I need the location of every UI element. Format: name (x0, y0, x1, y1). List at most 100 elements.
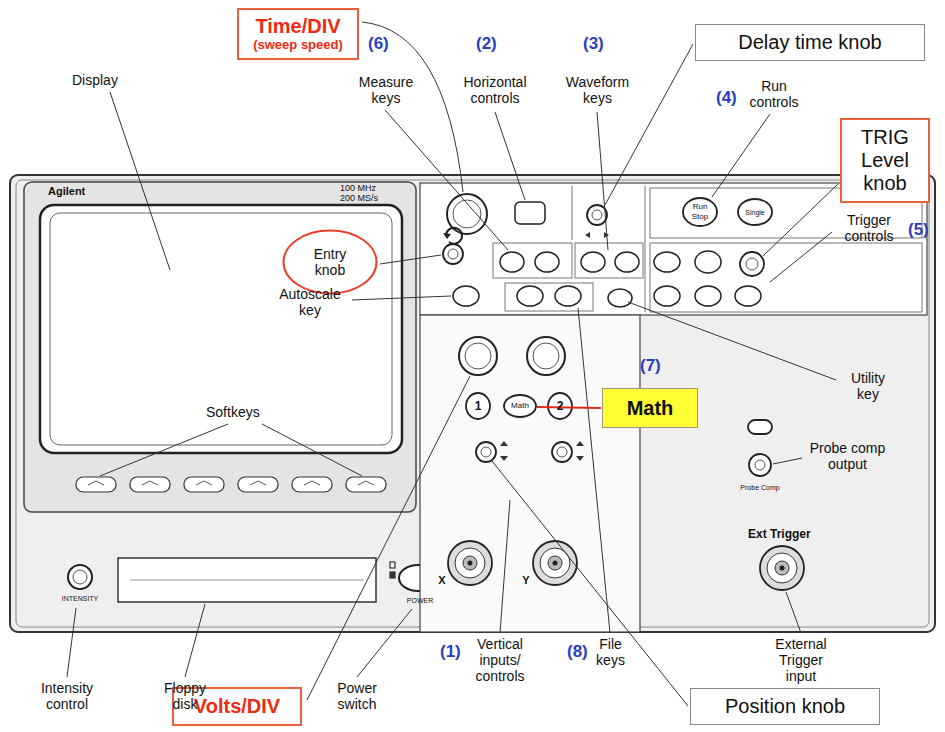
math-key (504, 395, 536, 417)
part-label: Utility key (840, 370, 896, 402)
part-label: Measure keys (356, 74, 416, 106)
part-label: Vertical inputs/ controls (470, 636, 530, 684)
part-label: Horizontal controls (455, 74, 535, 106)
panel-keys (453, 251, 761, 307)
channel-key (466, 393, 490, 419)
control-panel (420, 183, 927, 315)
bnc-connector (533, 541, 577, 585)
probe-comp-terminal-center (755, 460, 765, 470)
delay-knob-cap (592, 210, 602, 220)
callout-number: (8) (567, 642, 588, 662)
part-label: Intensity control (32, 680, 102, 712)
intensity-knob-cap (73, 570, 87, 584)
part-label: Floppy disk (160, 680, 210, 712)
highlight-ellipse: Entry knob (282, 229, 378, 295)
callout-box: TRIG Level knob (840, 118, 930, 203)
run-stop-key (683, 198, 717, 226)
display-bezel (24, 182, 416, 512)
floppy-slot (130, 580, 364, 581)
part-label: Trigger controls (835, 212, 903, 244)
part-label: File keys (593, 636, 628, 668)
node-text: Volts/DIV (194, 695, 280, 718)
part-label: External Trigger input (770, 636, 832, 684)
measure-group (493, 243, 572, 278)
callout-number: (6) (368, 34, 389, 54)
brand-logo: Agilent (48, 186, 85, 197)
callout-box: Time/DIV(sweep speed) (237, 8, 359, 60)
position-knob (552, 442, 572, 462)
position-knob-cap (557, 447, 567, 457)
node-text: TRIG Level knob (850, 126, 920, 195)
main-delayed-key (515, 202, 545, 224)
file-group (505, 283, 593, 311)
housing (10, 175, 935, 632)
softkey-marks (88, 481, 374, 485)
trigger-level-knob-cap (746, 258, 758, 270)
spec-text: 200 MS/s (340, 194, 378, 203)
position-arrows (500, 441, 584, 461)
volts-div-knob-cap (465, 343, 491, 369)
channel-key (548, 393, 572, 419)
key-label: 2 (557, 400, 564, 412)
intensity-knob (68, 565, 92, 589)
panel-label: POWER (407, 597, 433, 604)
spec-text: 100 MHz (340, 184, 376, 193)
waveform-group (575, 243, 643, 278)
trigger-group (650, 243, 922, 312)
callout-number: (1) (440, 642, 461, 662)
part-label: Run controls (745, 78, 803, 110)
highlight-box: Math (602, 388, 698, 428)
part-label: Waveform keys (560, 74, 635, 106)
panel-label: INTENSITY (62, 595, 99, 602)
node-text: Delay time knob (708, 31, 912, 54)
callout-number: (4) (716, 88, 737, 108)
key-label: Stop (692, 213, 708, 221)
key-label: Math (511, 402, 529, 410)
vertical-panel (420, 315, 640, 632)
callout-number: (5) (908, 220, 929, 240)
node-text: Math (627, 397, 674, 420)
position-knob (476, 442, 496, 462)
trigger-level-knob (740, 252, 764, 276)
display-screen (40, 205, 402, 453)
entry-knob-cap (448, 249, 458, 259)
bnc-connector (760, 546, 804, 590)
key-label: Run (693, 203, 708, 211)
delay-arrows (585, 232, 609, 238)
callout-number: (3) (583, 34, 604, 54)
node-text: (sweep speed) (253, 38, 343, 53)
volts-div-knob (527, 337, 565, 375)
single-key (738, 199, 772, 225)
ground-loop (748, 420, 772, 434)
softkey-row (76, 477, 386, 492)
part-label: Display (72, 72, 118, 88)
node-text: Entry knob (302, 246, 358, 278)
callout-number: (2) (476, 34, 497, 54)
part-label: Power switch (332, 680, 382, 712)
entry-knob (443, 244, 463, 264)
part-label: Softkeys (206, 404, 260, 420)
callout-box: Position knob (690, 688, 880, 725)
floppy-drive (118, 558, 376, 602)
key-label: Single (745, 209, 764, 216)
volts-div-knob (459, 337, 497, 375)
math-pointer (537, 407, 601, 408)
input-label: X (438, 575, 445, 586)
key-label: 1 (475, 400, 482, 412)
node-text: Time/DIV (253, 15, 343, 38)
delay-knob (587, 205, 607, 225)
panel-divider (645, 186, 646, 312)
housing-inner-edge (16, 180, 929, 627)
part-label: Probe comp output (805, 440, 890, 472)
input-label: Ext Trigger (748, 528, 811, 540)
input-label: Y (522, 575, 529, 586)
position-knob-cap (481, 447, 491, 457)
bnc-connector (448, 541, 492, 585)
part-label: Autoscale key (270, 286, 350, 318)
volts-div-knob-cap (533, 343, 559, 369)
panel-divider (572, 186, 573, 240)
leader-lines (67, 22, 838, 706)
callout-number: (7) (640, 356, 661, 376)
node-text: Position knob (703, 695, 867, 718)
